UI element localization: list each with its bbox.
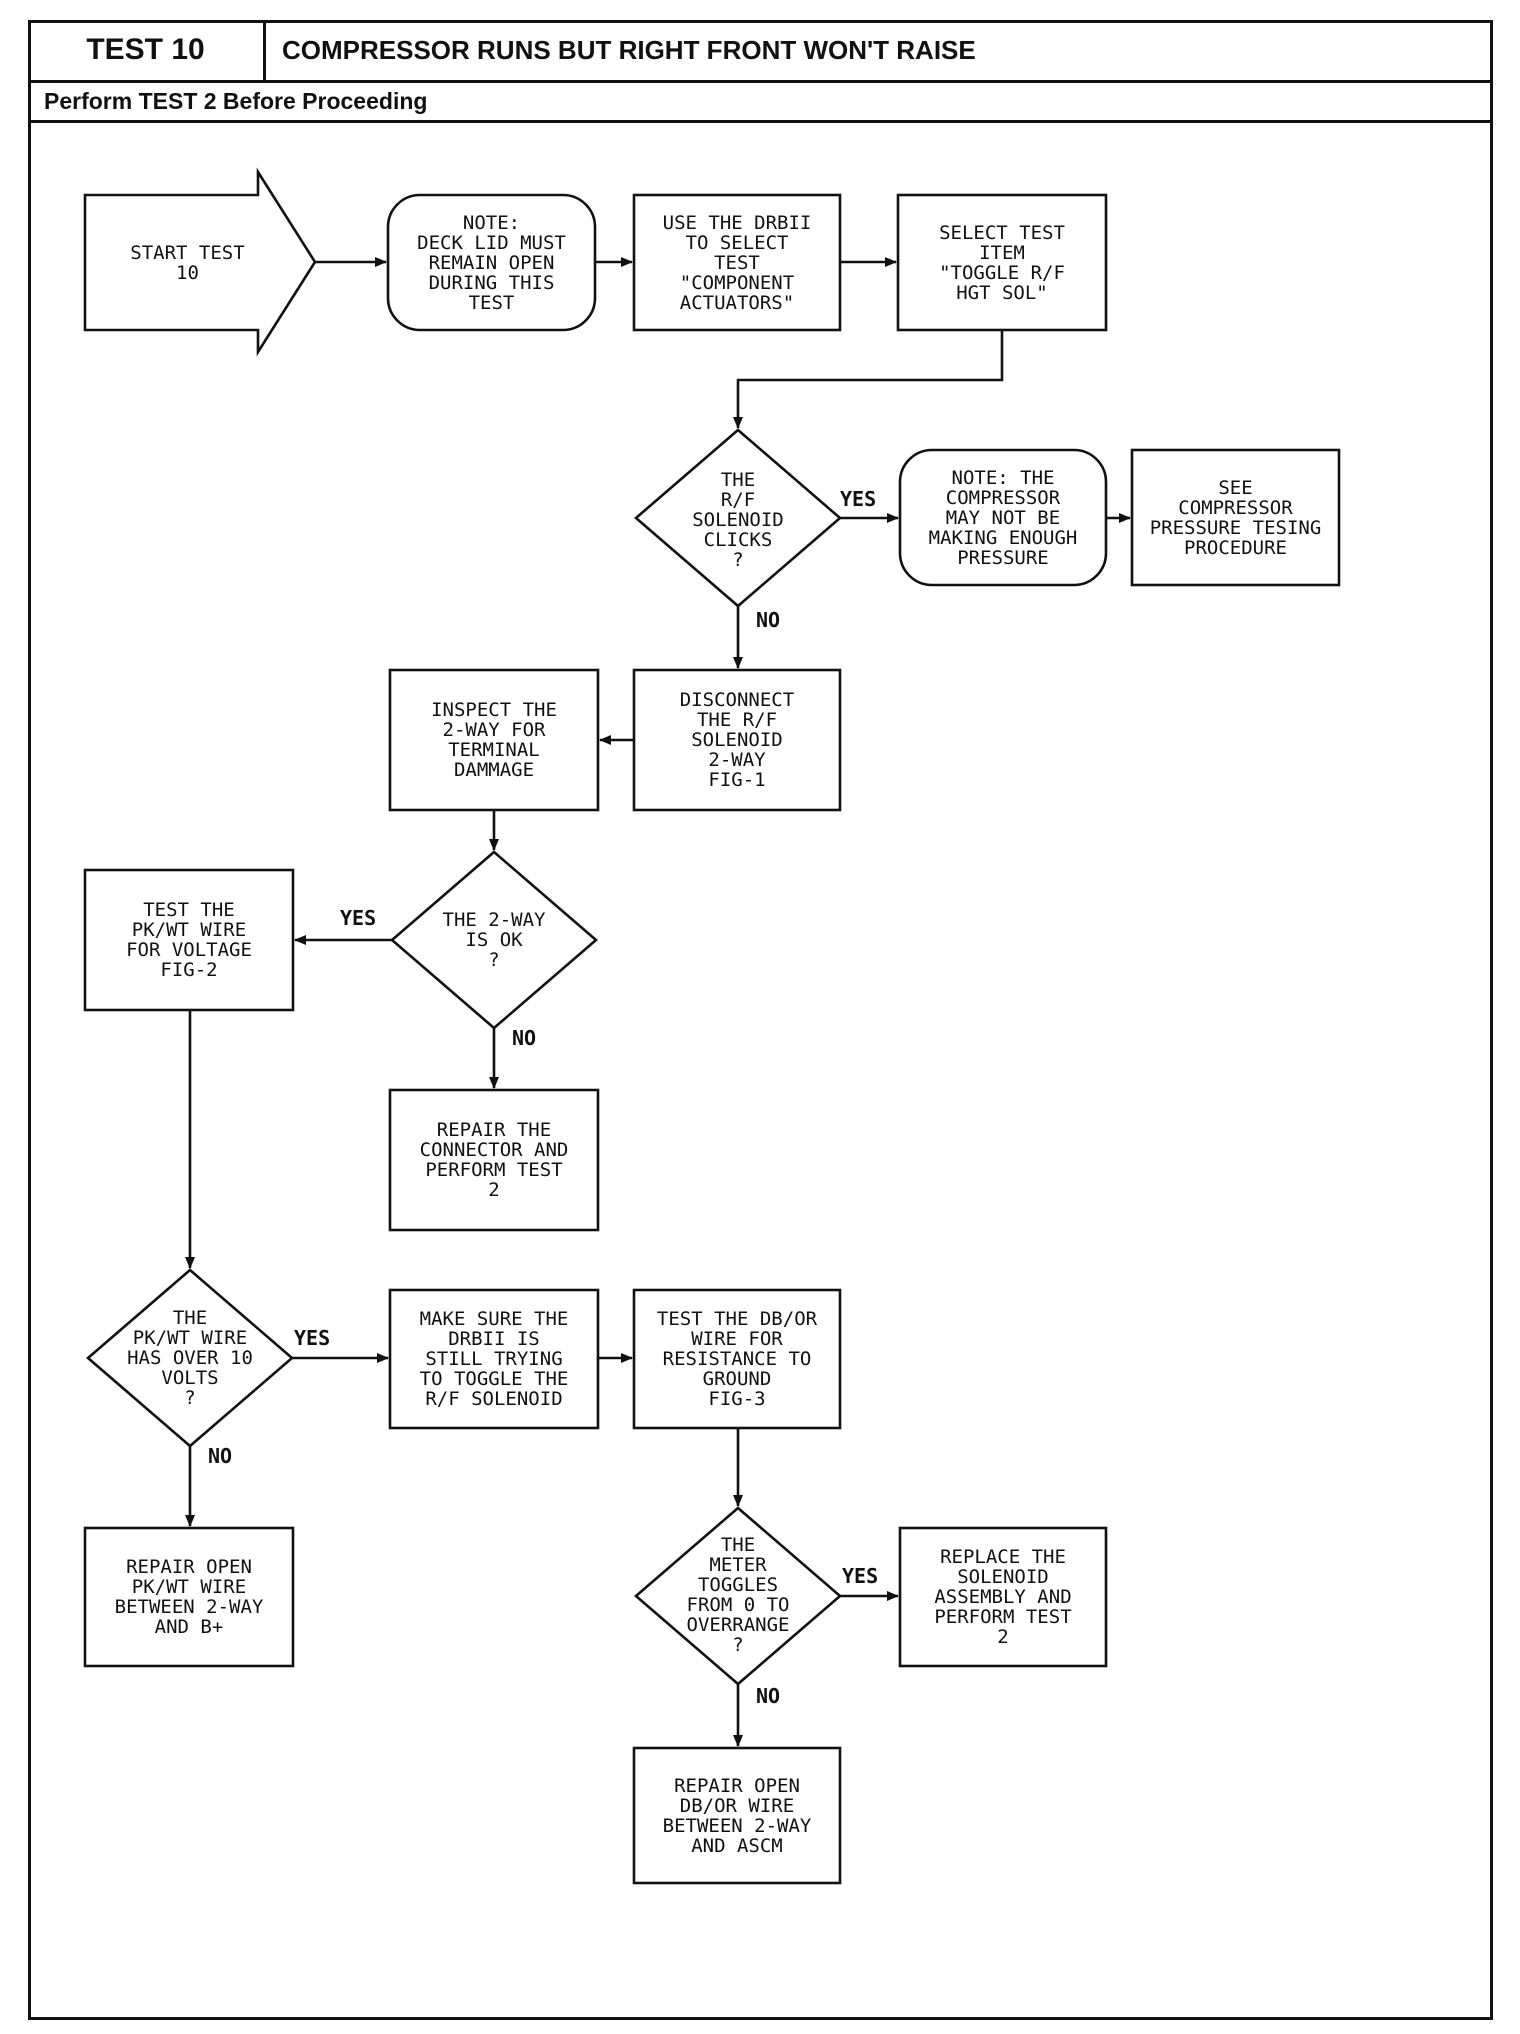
repair-dbor-step: REPAIR OPEN DB/OR WIRE BETWEEN 2-WAY AND… bbox=[662, 1774, 812, 1857]
solenoid-clicks-question: THE R/F SOLENOID CLICKS ? bbox=[692, 469, 784, 571]
no-label-pkwt: NO bbox=[208, 1444, 233, 1468]
repair-pkwt-step: REPAIR OPEN PK/WT WIRE BETWEEN 2-WAY AND… bbox=[114, 1556, 264, 1638]
see-compressor-procedure: SEE COMPRESSOR PRESSURE TESING PROCEDURE bbox=[1149, 476, 1322, 559]
repair-connector-step: REPAIR THE CONNECTOR AND PERFORM TEST 2 bbox=[419, 1119, 569, 1201]
no-label-meter: NO bbox=[756, 1684, 781, 1708]
make-sure-step: MAKE SURE THE DRBII IS STILL TRYING TO T… bbox=[419, 1308, 569, 1410]
disconnect-step: DISCONNECT THE R/F SOLENOID 2-WAY FIG-1 bbox=[679, 689, 795, 791]
page-title: COMPRESSOR RUNS BUT RIGHT FRONT WON'T RA… bbox=[266, 20, 1493, 83]
test-number: TEST 10 bbox=[28, 20, 266, 83]
pkwt-over10-question: THE PK/WT WIRE HAS OVER 10 VOLTS ? bbox=[127, 1307, 253, 1409]
inspect-step: INSPECT THE 2-WAY FOR TERMINAL DAMMAGE bbox=[431, 699, 557, 781]
no-label-two-way: NO bbox=[512, 1026, 537, 1050]
test-pkwt-step: TEST THE PK/WT WIRE FOR VOLTAGE FIG-2 bbox=[126, 899, 252, 981]
make-sure-shape bbox=[388, 1288, 600, 1430]
see-compressor-shape bbox=[1130, 448, 1341, 587]
inspect-shape bbox=[388, 668, 600, 812]
replace-solenoid-step: REPLACE THE SOLENOID ASSEMBLY AND PERFOR… bbox=[934, 1546, 1072, 1648]
yes-label-two-way: YES bbox=[340, 906, 377, 930]
yes-label-pkwt: YES bbox=[294, 1326, 331, 1350]
start-test-label: START TEST 10 bbox=[130, 241, 245, 284]
use-drbii-step: USE THE DRBII TO SELECT TEST "COMPONENT … bbox=[662, 211, 812, 314]
page-frame bbox=[28, 20, 1493, 2020]
prerequisite-note: Perform TEST 2 Before Proceeding bbox=[28, 83, 1493, 123]
meter-toggles-question: THE METER TOGGLES FROM 0 TO OVERRANGE ? bbox=[686, 1534, 790, 1656]
test-pkwt-shape bbox=[83, 868, 295, 1012]
yes-label-solenoid: YES bbox=[840, 487, 877, 511]
two-way-ok-question: THE 2-WAY IS OK ? bbox=[442, 909, 546, 971]
replace-solenoid-shape bbox=[898, 1526, 1108, 1668]
no-label-solenoid: NO bbox=[756, 608, 781, 632]
select-item-shape bbox=[896, 193, 1108, 332]
note-compressor: NOTE: THE COMPRESSOR MAY NOT BE MAKING E… bbox=[928, 466, 1078, 569]
repair-connector-shape bbox=[388, 1088, 600, 1232]
note-deck-lid: NOTE: DECK LID MUST REMAIN OPEN DURING T… bbox=[417, 211, 566, 314]
test-dbor-shape bbox=[632, 1288, 842, 1430]
repair-pkwt-shape bbox=[83, 1526, 295, 1668]
use-drbii-shape bbox=[632, 193, 842, 332]
select-test-item-step: SELECT TEST ITEM "TOGGLE R/F HGT SOL" bbox=[939, 221, 1065, 304]
repair-dbor-shape bbox=[632, 1746, 842, 1885]
start-arrow-shape bbox=[83, 167, 317, 357]
disconnect-shape bbox=[632, 668, 842, 812]
yes-label-meter: YES bbox=[842, 1564, 879, 1588]
test-dbor-step: TEST THE DB/OR WIRE FOR RESISTANCE TO GR… bbox=[656, 1308, 818, 1410]
connector-select-diamond bbox=[733, 330, 1004, 429]
